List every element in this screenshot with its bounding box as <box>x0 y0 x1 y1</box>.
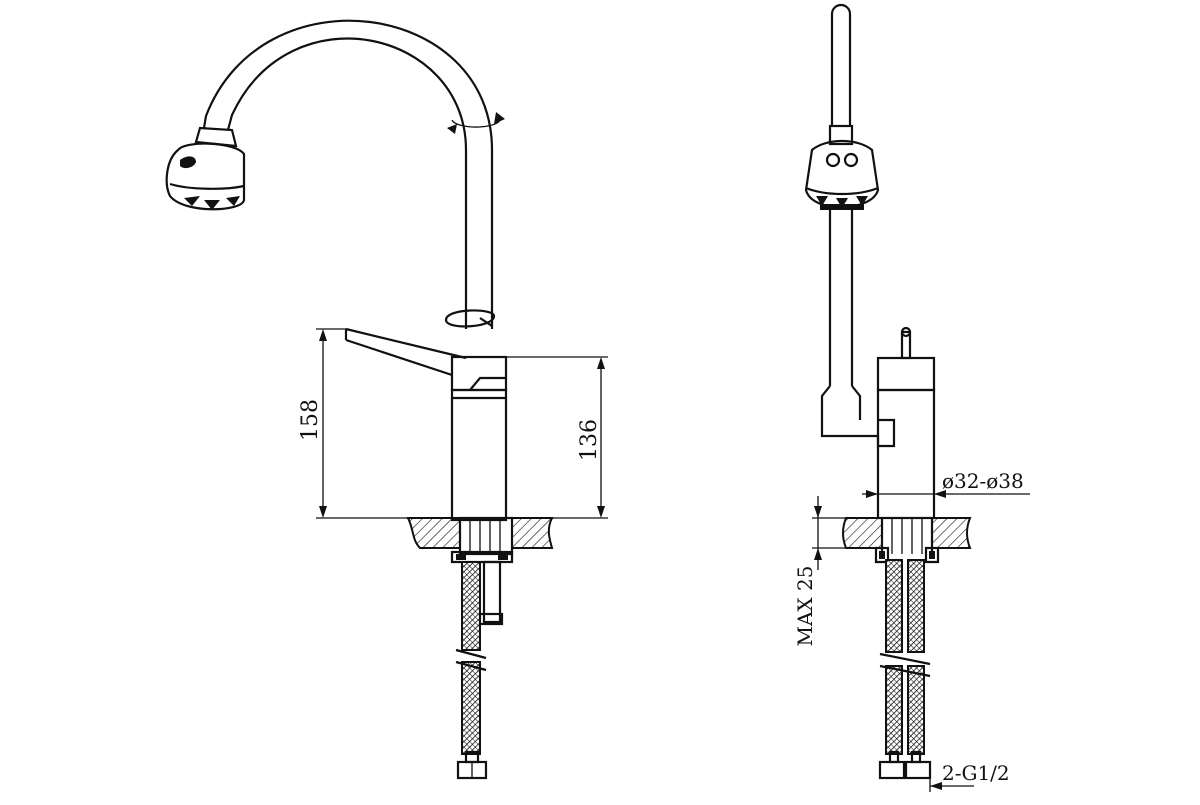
dimension-total-height: 158 <box>298 328 452 519</box>
dimension-hole-label: ø32-ø38 <box>942 469 1024 493</box>
side-body <box>820 326 936 520</box>
dimension-136-label: 136 <box>577 419 602 461</box>
dimension-connection: 2-G1/2 <box>929 761 1010 792</box>
dimension-body-height: 136 <box>506 356 608 519</box>
side-view: ø32-ø38 MAX 25 2-G1/2 <box>793 3 1030 792</box>
dimension-hole-diameter: ø32-ø38 <box>862 469 1030 518</box>
dimension-158-label: 158 <box>298 399 323 441</box>
front-spray-head <box>165 126 246 211</box>
front-countertop <box>406 516 554 564</box>
front-body <box>344 327 508 522</box>
front-view: 158 136 <box>165 19 608 780</box>
dimension-connection-label: 2-G1/2 <box>942 761 1010 785</box>
side-hoses <box>878 559 932 780</box>
dimension-max25-label: MAX 25 <box>793 566 817 647</box>
dimension-max-thickness: MAX 25 <box>793 496 846 646</box>
side-countertop <box>842 517 972 564</box>
front-hoses <box>455 560 504 780</box>
side-spout <box>828 3 854 386</box>
front-spout <box>202 19 505 329</box>
side-spray-head <box>804 140 880 210</box>
